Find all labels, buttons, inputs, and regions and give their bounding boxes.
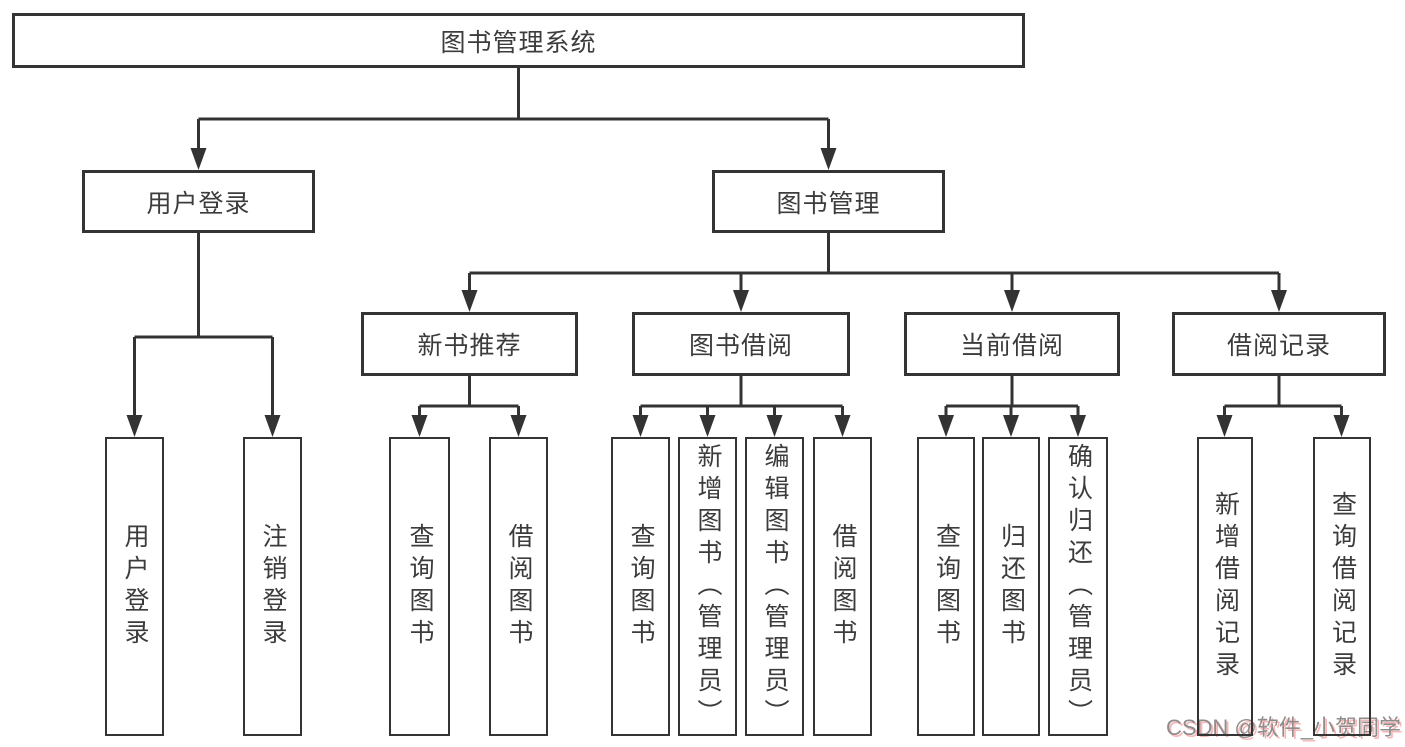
- leaf-current-return-books-label: 归还图书: [997, 522, 1026, 651]
- node-book-management-label: 图书管理: [776, 189, 881, 218]
- leaf-logout-label: 注销登录: [259, 522, 287, 651]
- leaf-current-query-books-label: 查询图书: [932, 522, 961, 651]
- leaf-current-confirm-return-admin: 确认归还（管理员）: [1048, 437, 1108, 736]
- leaf-borrowing-borrow-books-label: 借阅图书: [829, 522, 857, 651]
- leaf-borrowing-query-books: 查询图书: [611, 437, 670, 736]
- node-book-management: 图书管理: [712, 170, 945, 233]
- node-book-borrowing-label: 图书借阅: [688, 332, 793, 360]
- leaf-borrowing-add-books-admin-label: 新增图书（管理员）: [694, 442, 722, 731]
- watermark-text: CSDN @软件_小贺同学: [1165, 715, 1401, 740]
- node-current-borrowing-label: 当前借阅: [959, 332, 1064, 360]
- leaf-recommend-query-books: 查询图书: [389, 437, 450, 736]
- node-new-book-recommend: 新书推荐: [361, 312, 578, 376]
- leaf-user-login: 用户登录: [105, 437, 164, 736]
- node-borrowing-records-label: 借阅记录: [1226, 332, 1331, 360]
- node-user-login-label: 用户登录: [146, 189, 251, 218]
- leaf-current-confirm-return-admin-label: 确认归还（管理员）: [1064, 442, 1093, 731]
- leaf-recommend-borrow-books-label: 借阅图书: [505, 522, 533, 651]
- leaf-borrowing-edit-books-admin: 编辑图书（管理员）: [745, 437, 804, 736]
- node-root-label: 图书管理系统: [440, 28, 597, 57]
- leaf-borrowing-query-books-label: 查询图书: [627, 522, 655, 651]
- tree-edges: [133, 68, 1343, 419]
- leaf-current-return-books: 归还图书: [982, 437, 1040, 736]
- leaf-borrowing-add-books-admin: 新增图书（管理员）: [678, 437, 737, 736]
- leaf-current-query-books: 查询图书: [917, 437, 975, 736]
- leaf-logout: 注销登录: [243, 437, 302, 736]
- leaf-borrowing-borrow-books: 借阅图书: [813, 437, 872, 736]
- node-borrowing-records: 借阅记录: [1172, 312, 1386, 376]
- leaf-records-query-record-label: 查询借阅记录: [1328, 490, 1357, 683]
- leaf-records-add-record: 新增借阅记录: [1197, 437, 1253, 736]
- leaf-recommend-query-books-label: 查询图书: [406, 522, 434, 651]
- node-current-borrowing: 当前借阅: [904, 312, 1120, 376]
- node-root: 图书管理系统: [12, 13, 1025, 68]
- leaf-recommend-borrow-books: 借阅图书: [489, 437, 548, 736]
- leaf-user-login-label: 用户登录: [121, 522, 149, 651]
- node-new-book-recommend-label: 新书推荐: [417, 332, 522, 360]
- leaf-records-query-record: 查询借阅记录: [1313, 437, 1371, 736]
- node-user-login: 用户登录: [82, 170, 315, 233]
- watermark: CSDN @软件_小贺同学: [1166, 710, 1401, 742]
- leaf-records-add-record-label: 新增借阅记录: [1211, 490, 1240, 683]
- node-book-borrowing: 图书借阅: [632, 312, 850, 376]
- leaf-borrowing-edit-books-admin-label: 编辑图书（管理员）: [761, 442, 789, 731]
- arrowheads: [126, 148, 1350, 437]
